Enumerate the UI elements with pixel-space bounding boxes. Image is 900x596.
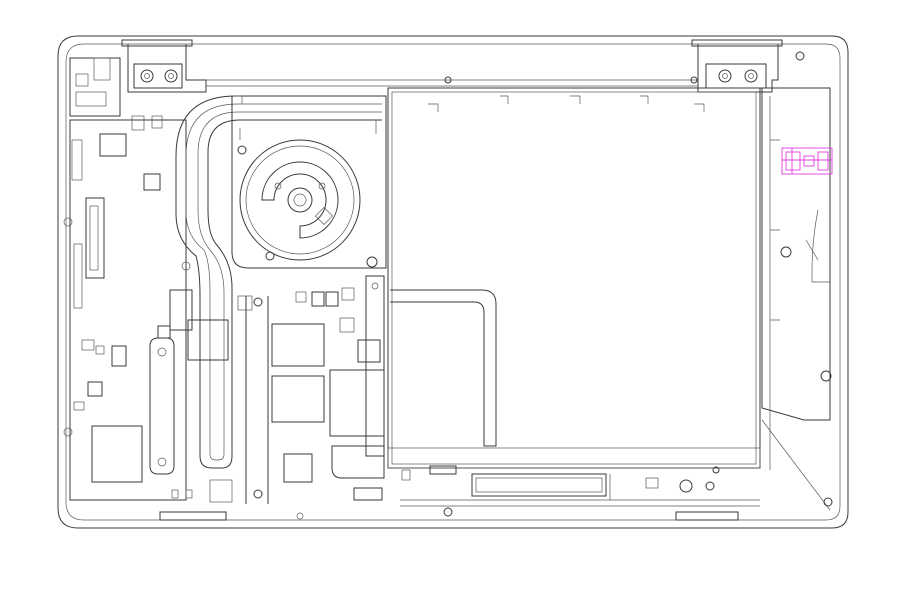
chassis-outline [57, 35, 849, 529]
cooling-fan [231, 95, 387, 269]
motherboard-left [63, 57, 233, 503]
hinge-right [691, 39, 783, 93]
right-panel [761, 51, 833, 511]
bottom-area [159, 76, 760, 521]
center-board [149, 275, 411, 504]
highlight-connector [781, 147, 833, 175]
battery [234, 87, 761, 475]
heat-pipe [175, 95, 382, 469]
hinge-left [121, 39, 207, 93]
top-rail [206, 79, 698, 87]
